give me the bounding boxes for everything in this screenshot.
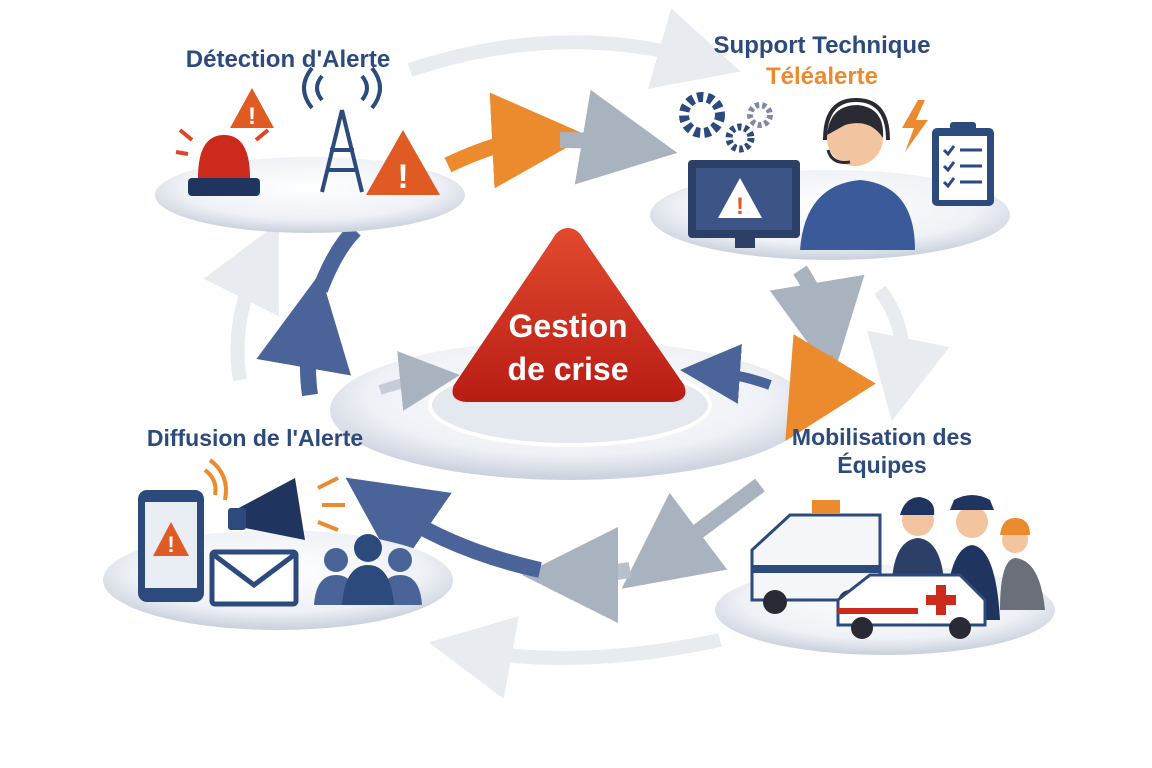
node-mobilisation: Mobilisation des Équipes [715, 424, 1055, 655]
checklist-clipboard-icon [932, 122, 994, 206]
arrow-to-diffusion-blue [345, 477, 542, 578]
center-title-line2: de crise [508, 351, 629, 387]
arrow-support-to-mobilisation [769, 265, 865, 378]
envelope-icon [209, 549, 299, 607]
group-of-people-icon [314, 534, 422, 605]
ambulance-car-icon [836, 573, 987, 639]
support-title: Support Technique [714, 32, 931, 59]
warning-icon: ! [366, 130, 440, 196]
detection-title: Détection d'Alerte [186, 46, 390, 73]
lightning-icon [902, 100, 928, 152]
support-subtitle: Téléalerte [766, 63, 878, 90]
svg-text:!: ! [167, 532, 174, 557]
background-arrows [203, 8, 950, 699]
smartphone-alert-icon: ! [138, 458, 228, 602]
siren-icon [175, 128, 270, 196]
computer-monitor-icon: ! [688, 160, 800, 248]
arrow-detection-to-support [444, 92, 588, 189]
arrow-in-left [378, 351, 460, 411]
mobilisation-title-line2: Équipes [837, 451, 926, 478]
arrow-mobilisation-to-diffusion [621, 478, 765, 589]
arrow-to-mobilisation [785, 334, 876, 442]
cycle-arrows [256, 89, 876, 623]
node-detection: Détection d'Alerte ! ! [155, 46, 465, 233]
diffusion-title: Diffusion de l'Alerte [147, 425, 363, 451]
operator-with-headset-icon [800, 97, 915, 250]
mobilisation-title-line1: Mobilisation des [792, 424, 972, 450]
node-support: Support Technique Téléalerte ! [650, 32, 1010, 260]
svg-text:!: ! [248, 103, 256, 130]
antenna-tower-icon [302, 66, 382, 193]
node-diffusion: Diffusion de l'Alerte ! [103, 425, 453, 630]
gears-icon [679, 92, 773, 153]
arrow-in-right [680, 344, 772, 404]
svg-text:!: ! [397, 158, 408, 196]
warning-icon: ! [230, 88, 274, 130]
gestion-de-crise-triangle: Gestion de crise [452, 228, 686, 402]
svg-text:!: ! [736, 193, 744, 220]
megaphone-icon [228, 476, 345, 540]
arrow-to-detection [312, 224, 361, 293]
center-title-line1: Gestion [508, 308, 627, 344]
arrow-diffusion-to-detection [256, 272, 352, 397]
arrow-to-diffusion-grey [522, 526, 632, 623]
arrow-to-support [559, 89, 678, 185]
